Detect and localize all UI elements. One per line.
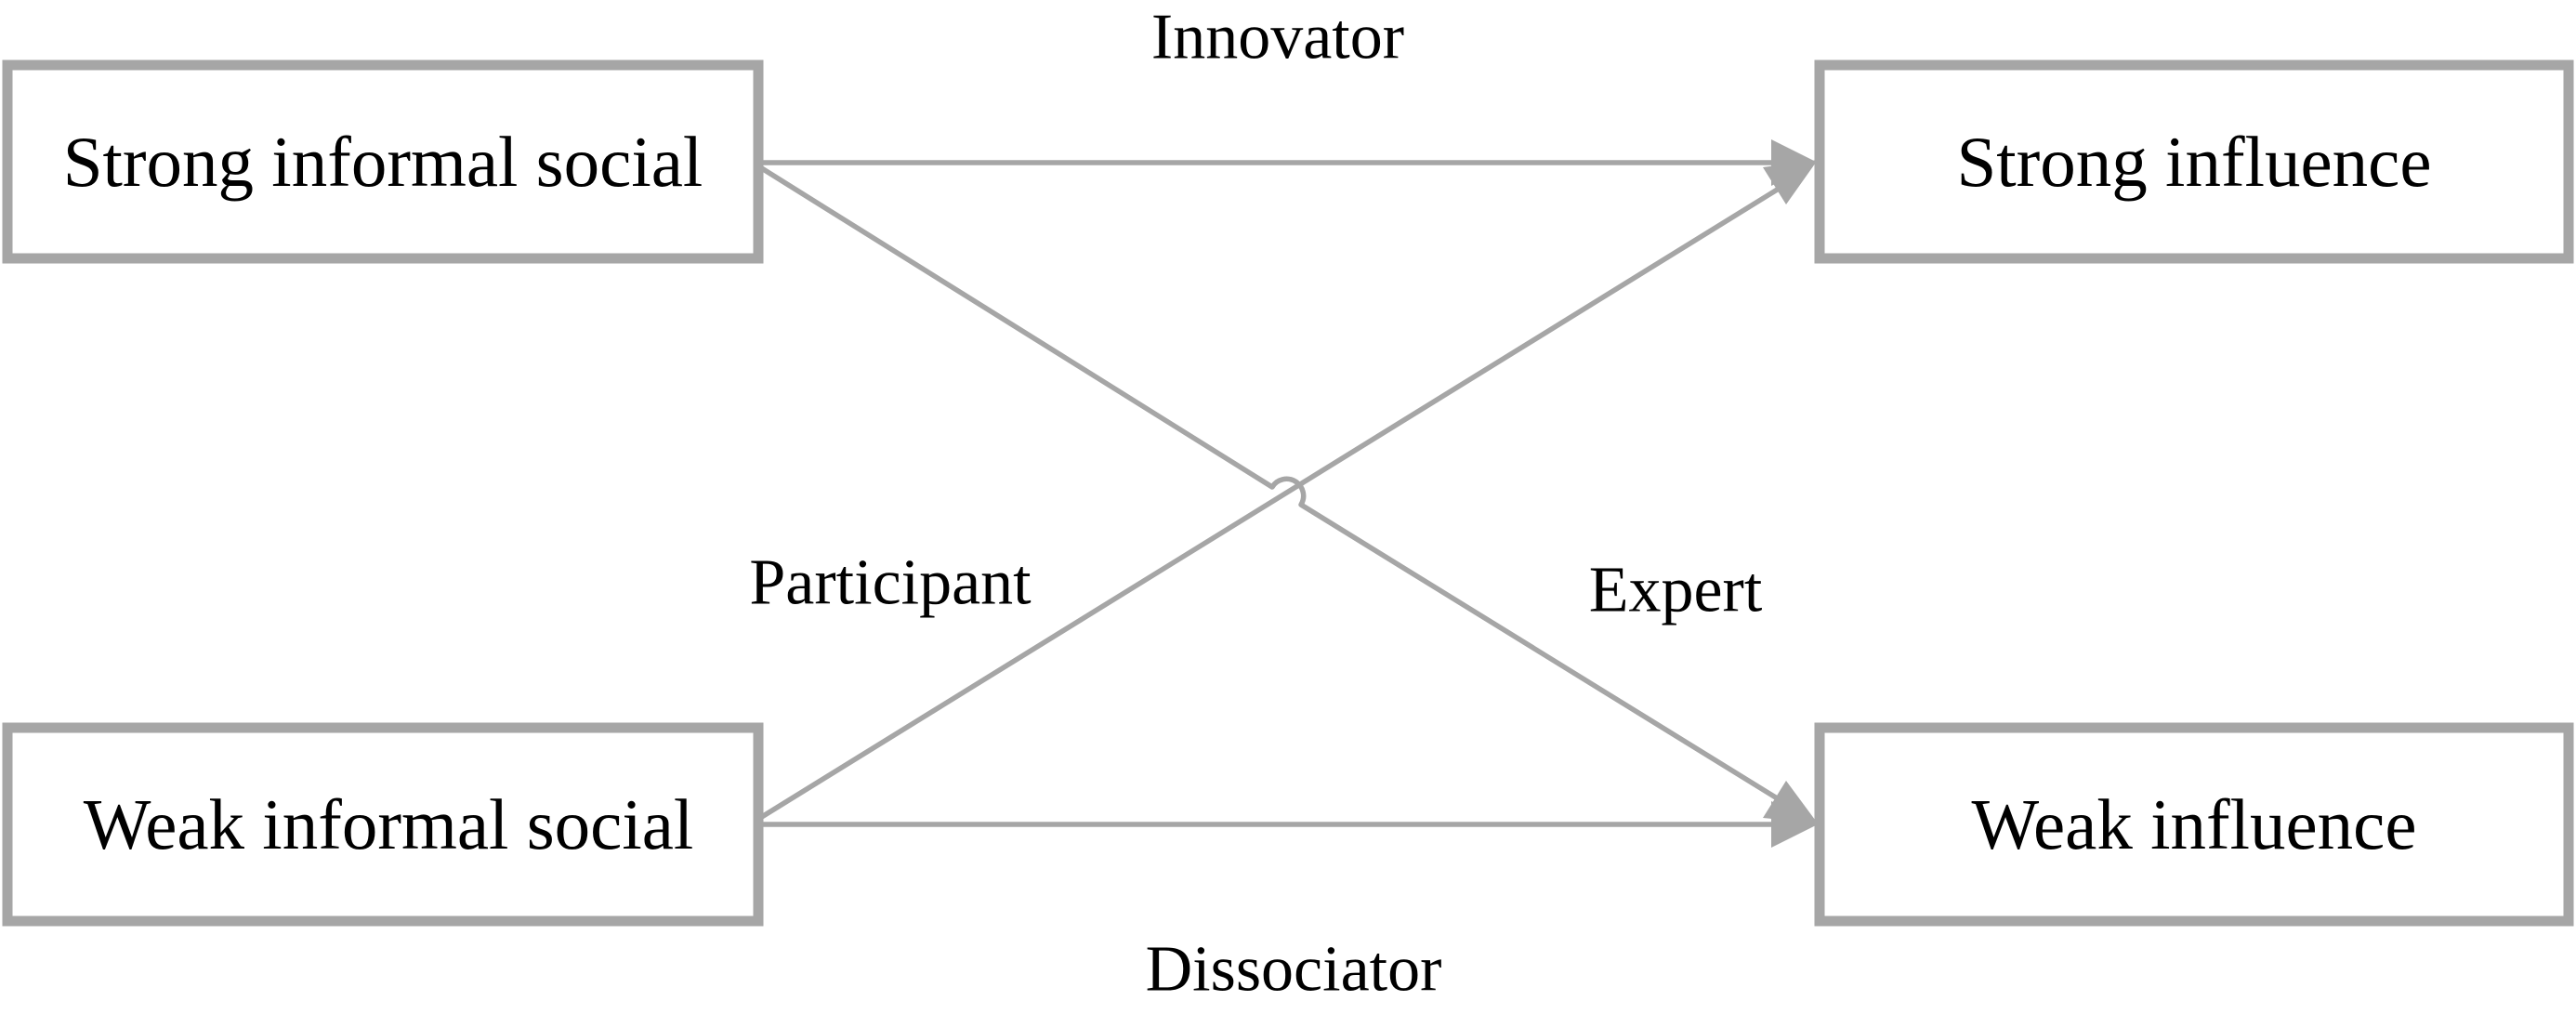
edge-expert-arrowhead xyxy=(1763,781,1818,823)
node-strong-social-label: Strong informal social xyxy=(63,122,703,202)
connectors xyxy=(757,139,1818,848)
node-weak-influence-box xyxy=(1814,722,2574,927)
edge-participant-arrowhead xyxy=(1763,160,1818,204)
node-strong-influence: Strong influence xyxy=(1814,59,2574,264)
edge-expert-label: Expert xyxy=(1589,555,1763,626)
node-strong-influence-box xyxy=(1814,59,2574,264)
node-weak-influence: Weak influence xyxy=(1814,722,2574,927)
node-weak-social-label: Weak informal social xyxy=(84,784,694,864)
node-strong-social-box xyxy=(2,59,764,264)
edge-participant-label: Participant xyxy=(749,547,1032,619)
edge-dissociator-label: Dissociator xyxy=(1146,934,1442,1006)
node-weak-influence-label: Weak influence xyxy=(1971,784,2416,864)
node-strong-influence-label: Strong influence xyxy=(1956,122,2431,202)
edge-innovator-label: Innovator xyxy=(1151,2,1404,73)
edge-expert-line xyxy=(757,165,1781,802)
node-strong-social: Strong informal social xyxy=(2,59,764,264)
node-weak-social-box xyxy=(2,722,764,927)
node-weak-social: Weak informal social xyxy=(2,722,764,927)
edge-participant-line xyxy=(757,186,1781,821)
